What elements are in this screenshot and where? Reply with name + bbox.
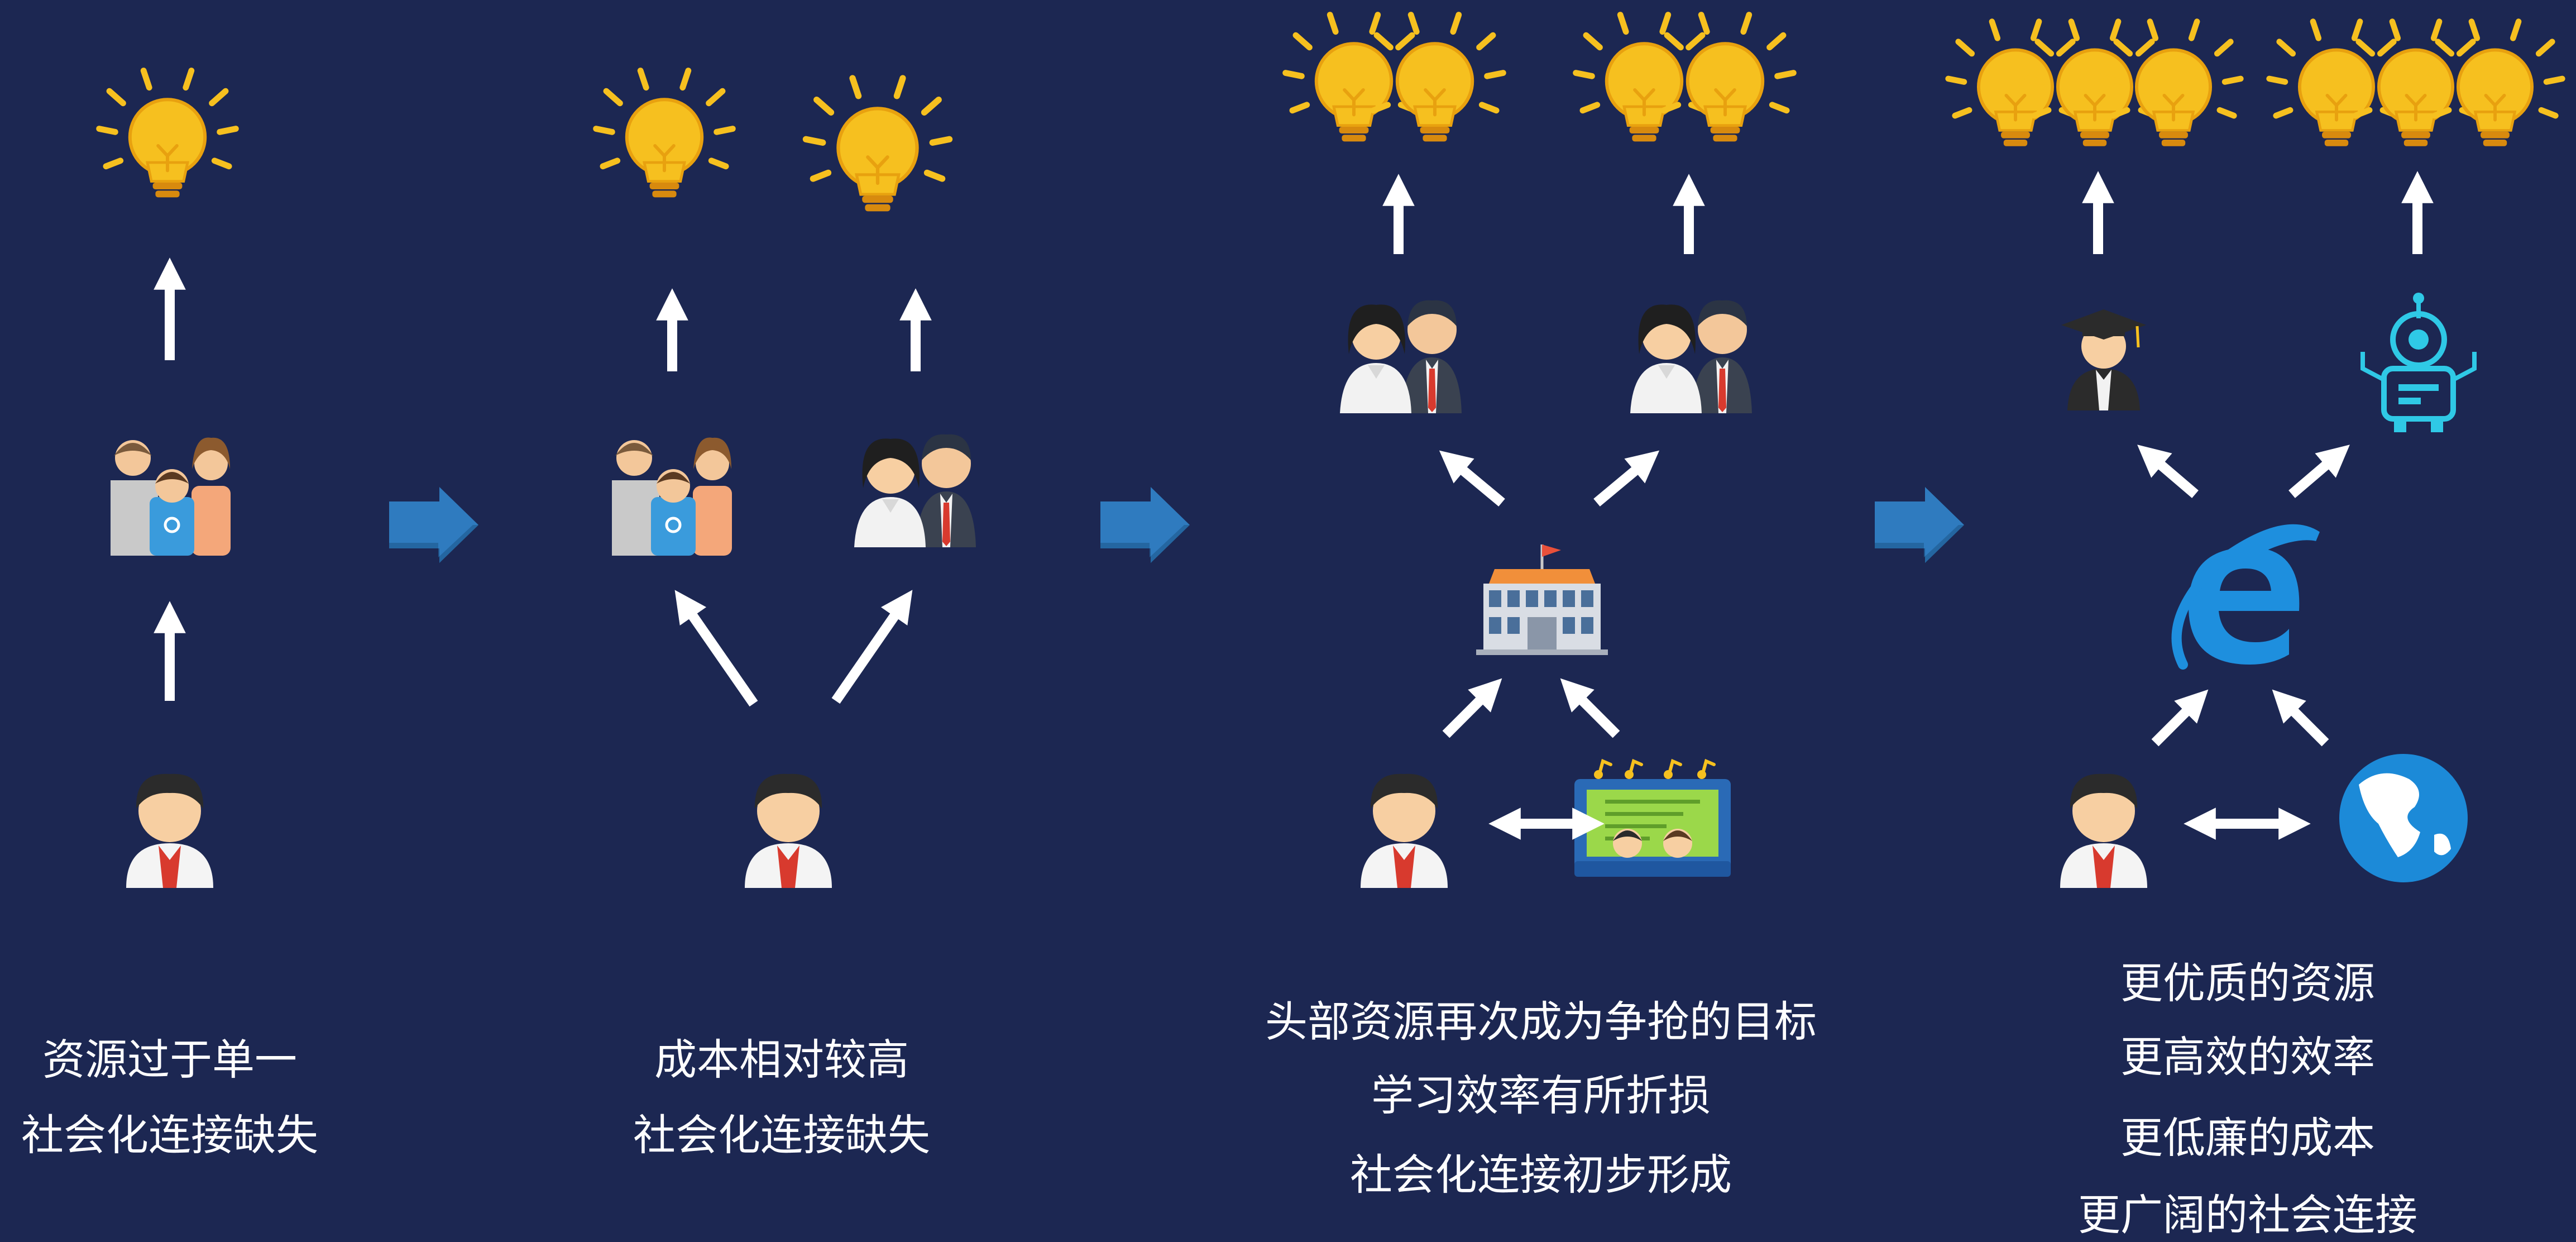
stage1-bulb-icon [96,68,239,198]
stage4-bulbs-left-icon [1945,18,2244,146]
stage4-globe-icon [2339,754,2468,882]
stage4-caption-line3: 更低廉的成本 [2120,1113,2375,1163]
stage3-to-stage4-arrow-icon [1875,487,1964,563]
stage3-arrow-school-to-teachers-left [1439,450,1505,507]
stage2-arrow-student-to-teachers [831,590,913,704]
stage2-bulb-left-icon [593,68,736,198]
stage4-graduate-icon [2061,309,2146,410]
stage3-caption-line3: 社会化连接初步形成 [1350,1150,1732,1200]
stage3-teachers-right-icon [1630,300,1752,413]
stage4-student-icon [2060,773,2147,888]
stage3-classroom-icon [1574,758,1731,877]
stage3-arrow-school-to-teachers-right [1593,450,1660,507]
stage3-arrow-student-to-school [1442,678,1502,738]
stage3-caption-line1: 头部资源再次成为争抢的目标 [1265,997,1817,1047]
stage4-internet-icon [2171,524,2320,670]
stage1-caption-line2: 社会化连接缺失 [21,1110,318,1160]
stage4-caption-line1: 更优质的资源 [2120,958,2375,1008]
stage4-arrow-globe-to-internet [2272,689,2329,747]
stage2-teachers-icon [854,434,976,547]
stage4-robot-icon [2360,293,2477,432]
stage4-caption-line4: 更广阔的社会连接 [2078,1190,2417,1240]
stage3-bulbs-left-icon [1282,12,1506,142]
stage3-teachers-left-icon [1340,300,1462,413]
stage1-to-stage2-arrow-icon [389,487,478,563]
stage2-arrow-student-to-family [674,590,758,707]
stage2-caption-line2: 社会化连接缺失 [633,1110,930,1160]
stage3-school-icon [1476,544,1608,655]
stage3-arrow-classroom-to-school [1560,678,1620,738]
stage3-student-icon [1361,773,1448,888]
stage4-arrow-student-to-internet [2151,689,2209,747]
stage2-to-stage3-arrow-icon [1100,487,1190,563]
stage3-caption-line2: 学习效率有所折损 [1371,1071,1711,1120]
stage3-bulbs-right-icon [1573,12,1797,142]
stage1-student-icon [126,773,213,888]
stage2-family-icon [612,437,732,556]
stage4-caption-line2: 更高效的效率 [2120,1032,2375,1082]
stage4-arrow-internet-to-graduate [2137,445,2199,498]
stage2-bulb-right-icon [802,75,953,212]
stage1-family-icon [111,437,231,556]
stage1-caption-line1: 资源过于单一 [42,1035,297,1085]
stage4-arrow-internet-to-robot [2288,445,2350,498]
stage2-student-icon [745,773,832,888]
stage4-bulbs-right-icon [2266,18,2565,146]
stage2-caption-line1: 成本相对较高 [654,1035,909,1085]
